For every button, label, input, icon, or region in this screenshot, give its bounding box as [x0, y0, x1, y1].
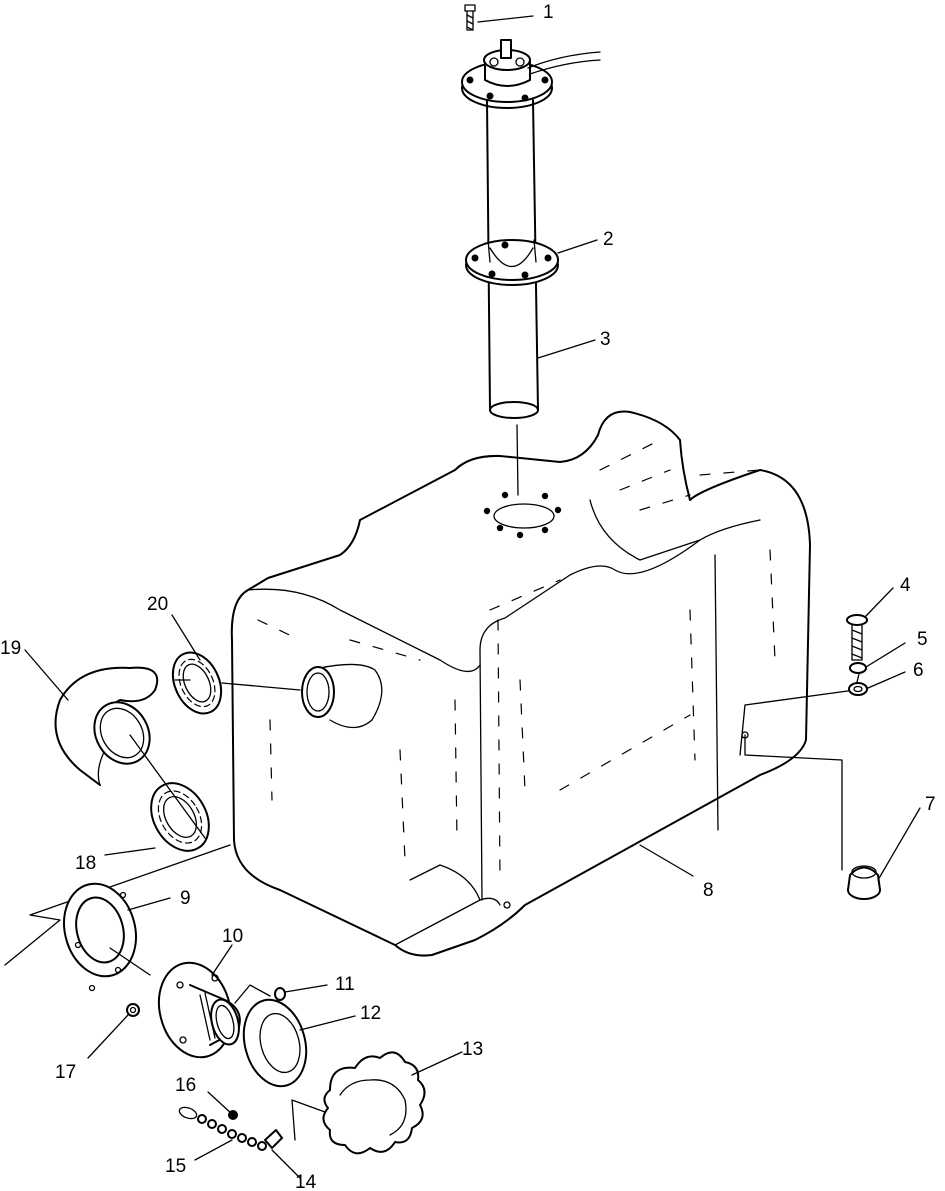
- filler-hose-assembly: [54, 651, 301, 852]
- callout-3: 3: [600, 329, 611, 350]
- callout-6: 6: [913, 660, 924, 681]
- callout-15: 15: [165, 1156, 186, 1177]
- mounting-hardware: [744, 614, 881, 900]
- callout-13: 13: [462, 1039, 483, 1060]
- callout-19: 19: [0, 638, 21, 659]
- callout-5: 5: [917, 629, 928, 650]
- callout-16: 16: [175, 1075, 196, 1096]
- callout-9: 9: [180, 888, 191, 909]
- callout-4: 4: [900, 575, 911, 596]
- fuel-sender-assembly: [461, 4, 601, 496]
- filler-neck-assembly: [4, 844, 426, 1155]
- callout-18: 18: [75, 853, 96, 874]
- callout-20: 20: [147, 594, 168, 615]
- callout-12: 12: [360, 1003, 381, 1024]
- callout-7: 7: [925, 794, 936, 815]
- leader-lines: [24, 15, 921, 1179]
- callout-2: 2: [603, 229, 614, 250]
- callout-17: 17: [55, 1062, 76, 1083]
- fuel-tank: [230, 410, 861, 957]
- callout-11: 11: [335, 974, 355, 995]
- callout-14: 14: [295, 1172, 317, 1191]
- callout-10: 10: [222, 926, 243, 947]
- callout-1: 1: [543, 2, 554, 23]
- callout-8: 8: [703, 880, 714, 901]
